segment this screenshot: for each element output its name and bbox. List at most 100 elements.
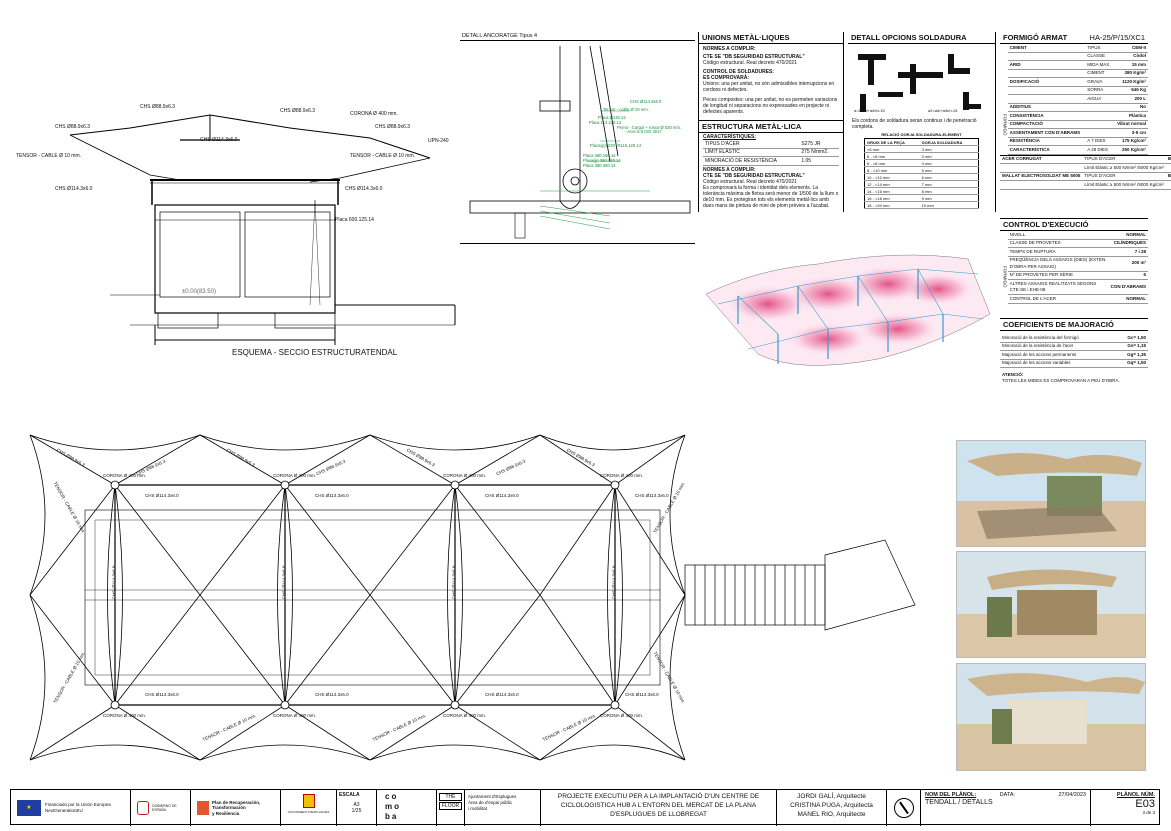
render-image-3 (956, 663, 1146, 771)
estructura-car-h: CARACTERÍSTIQUES: (703, 134, 757, 140)
plan-chs-vert: CHS Ø114.3x6.0 (111, 565, 117, 600)
cell: Límit Elàstic ≥ 500 N/mm² /5000 Kg/cm² (1082, 180, 1166, 190)
estructura-text: Es comprovarà la forma i identitat dels … (703, 184, 839, 209)
cell: A 7 DIES (1085, 137, 1114, 146)
cell: Límit Elàstic ≥ 500 N/mm² /5000 Kg/cm² (1082, 163, 1166, 173)
plan-corona: CORONA Ø 400 mm. (600, 713, 644, 718)
cell: CIMENT (1085, 69, 1114, 78)
crest-icon (137, 801, 149, 815)
cell: Còdol (1113, 52, 1148, 61)
cell: CIMENT (1007, 44, 1086, 53)
control-side: FORMIGÓ (1002, 265, 1008, 288)
plan-label-1: Plan de Recuperación, (212, 799, 261, 805)
label-tensor-left: TENSOR - CABLE Ø 10 mm. (16, 153, 82, 159)
cell: 7 mm (919, 180, 979, 188)
cell: 10 - <12 mm (864, 173, 920, 181)
cell: B-500 S (1165, 172, 1171, 181)
plan-chs-1143: CHS Ø114.3x6.0 (635, 493, 669, 498)
label-tensor-right: TENSOR - CABLE Ø 10 mm. (350, 153, 416, 159)
eu-label-2: NextGenerationEU (45, 808, 83, 813)
cell: CILÍNDRIQUES (1108, 239, 1148, 248)
cell: NIVELL (1007, 231, 1109, 240)
gov-logo-block: GOBIERNO DE ESPAÑA (131, 790, 191, 826)
client-line: Ajuntament d'Esplugues (468, 794, 517, 799)
anchor-label: Placa(p)t 230+R116.120.14 (590, 143, 642, 148)
cell: Gg= 1,35 (1115, 350, 1148, 360)
plan-name-block: NOM DEL PLÀNOL: DATA: 27/04/2023 TENDALL… (921, 790, 1091, 826)
plan-name-value: TENDALL / DETALLS (925, 799, 993, 806)
label-chs-889-b: CHS Ø88.9x6.3 (280, 108, 316, 114)
estructura-normes-h: NORMES A COMPLIR: (703, 166, 756, 173)
cell: 15 mm (1113, 60, 1148, 70)
plan-corona: CORONA Ø 400 mm. (103, 713, 147, 718)
label-chs-889-c: CHS Ø88.9x6.3 (55, 124, 91, 130)
escala-format: A3 (353, 802, 360, 808)
atencio-h: ATENCIÓ: (1002, 372, 1024, 377)
escala-block: ESCALA A3 1/25 (337, 790, 377, 826)
date-value: 27/04/2023 (1058, 792, 1086, 798)
cell: Plàstica (1113, 111, 1148, 121)
label-chs-889-a: CHS Ø88.9x6.3 (140, 104, 176, 110)
cell: 14 - <16 mm (864, 187, 920, 195)
weld-label-1: a=1-a/b+a/b/n-15 (854, 108, 885, 113)
plan-chs-1143: CHS Ø114.3x6.0 (485, 493, 519, 498)
formigo-title: FORMIGÓ ARMAT (1003, 33, 1068, 42)
section-svg (69, 114, 456, 345)
cell (1085, 111, 1114, 121)
cell: AIGUA (1085, 94, 1114, 104)
cell: 275 N/mm2. (799, 148, 839, 157)
unions-normes-h: NORMES A COMPLIR: (703, 46, 756, 52)
formigo-header: FORMIGÓ ARMAT HA-25/P/15/XC1 (1000, 32, 1148, 44)
formigo-panel: FORMIGÓ ARMAT HA-25/P/15/XC1 FORMIGÓ CIM… (1000, 32, 1171, 212)
cell: CONTROL DE L'ACER (1007, 294, 1109, 304)
table-row: ALTRES ASSAIGS REALITZATS SEGONS CTE-SE … (1007, 279, 1148, 295)
anchor-title: DETALL ANCORATGE Tipus 4 (460, 32, 695, 41)
atencio-text: TOTES LES MIDES ES COMPROVARAN A PEU D'O… (1002, 378, 1120, 383)
anchor-label: Placa Ø120.12 (598, 115, 626, 120)
label-upn: UPN-240 (428, 138, 449, 144)
cell: Gq= 1,50 (1115, 359, 1148, 368)
anchor-label: Placa(p) 360.120.14 (583, 158, 621, 163)
cell: MIDA MAX. (1085, 60, 1114, 70)
cell (1085, 120, 1114, 129)
unions-normes-2: Código estructural. Real decreto 470/202… (703, 60, 797, 66)
plan-chs-1143: CHS Ø114.3x6.0 (485, 692, 519, 697)
estructura-normes-2: Código estructural. Real decreto 470/202… (703, 178, 797, 185)
cell (1007, 94, 1086, 104)
plan-name-header: NOM DEL PLÀNOL: (925, 792, 977, 798)
cell: TEMPS DE RUPTURA (1007, 247, 1109, 257)
plan-number-header: PLÀNOL NÚM. (1116, 792, 1155, 798)
label-chs-1143-r: CHS Ø114.3x6.0 (345, 186, 383, 192)
architect-name: CRISTINA PUGA, Arquitecta (790, 802, 873, 809)
cell: A 28 DIES (1085, 145, 1114, 155)
cell: 175 Kg/cm² (1113, 137, 1148, 146)
plan-chs-1143: CHS Ø114.3x6.0 (315, 493, 349, 498)
cell: TIPUS D'ACER (1082, 155, 1166, 164)
client-block: Ajuntament d'Esplugues Àrea de d'espai p… (465, 790, 541, 826)
unions-control-s: ES COMPROVARÀ: (703, 75, 750, 81)
date-header: DATA: (999, 792, 1016, 798)
cell (1007, 69, 1086, 78)
anchor-svg (469, 45, 691, 239)
cell: 1.05 (799, 156, 839, 166)
eu-flag-icon: ★ (17, 800, 41, 816)
architect-name: JORDI GALÍ, Arquitecte (797, 793, 866, 800)
cell: SORRA (1085, 86, 1114, 95)
plan-corona: CORONA Ø 400 mm. (443, 473, 487, 478)
cell: 3 mm (919, 145, 979, 153)
anchor-label: Placa 380.160.14 (583, 153, 616, 158)
